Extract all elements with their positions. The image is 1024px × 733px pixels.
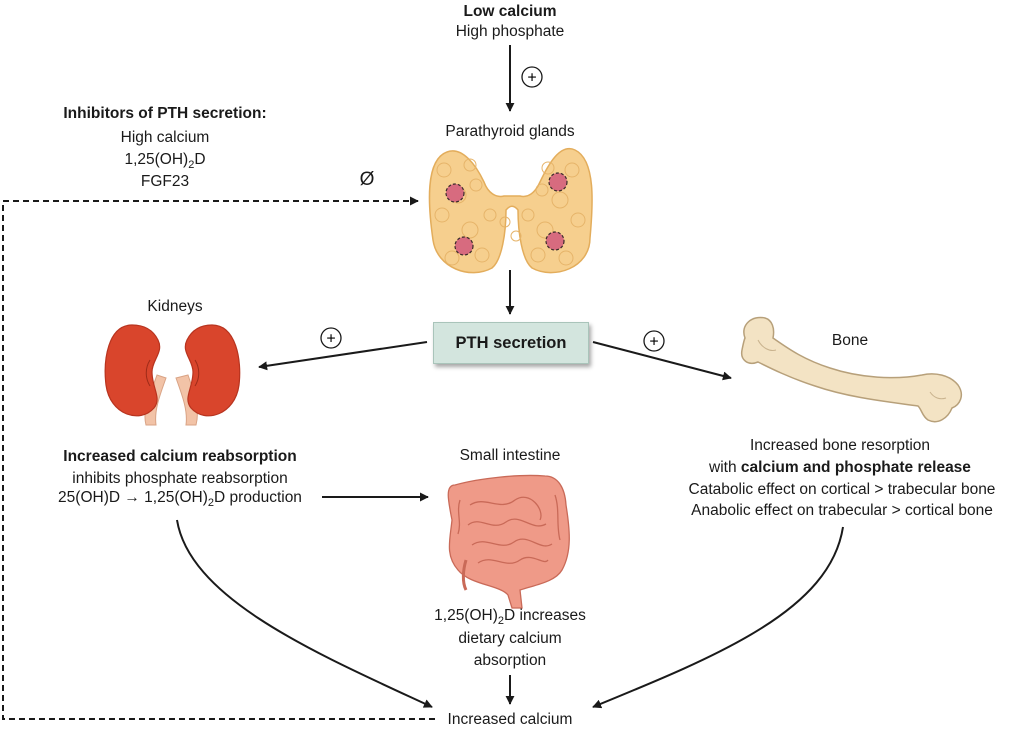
inhibition-symbol: Ø (359, 169, 375, 190)
bone-effect-line1: Increased bone resorption (749, 437, 931, 454)
svg-text:+: + (649, 334, 658, 351)
inhibitor-fgf23: FGF23 (140, 173, 190, 190)
kidneys-effect-line3: 25(OH)D → 1,25(OH)2D production (58, 489, 302, 510)
intestine-effect-line2: dietary calcium (458, 630, 562, 647)
kidneys-effect-line2: inhibits phosphate reabsorption (72, 470, 288, 487)
kidneys-icon (104, 324, 241, 426)
parathyroid-glands-label: Parathyroid glands (445, 123, 575, 140)
feedback-loop-dashed-line (2, 196, 435, 720)
inhibitor-calcitriol: 1,25(OH)2D (124, 151, 206, 172)
kidneys-label: Kidneys (147, 298, 203, 315)
inhibitor-high-calcium: High calcium (120, 129, 210, 146)
low-calcium-label: Low calcium (463, 3, 557, 20)
intestine-effect-line1: 1,25(OH)2D increases (434, 607, 586, 628)
increased-calcium-label: Increased calcium (447, 711, 573, 728)
intestine-effect-line3: absorption (473, 652, 547, 669)
bone-effect-line4: Anabolic effect on trabecular > cortical… (691, 502, 993, 519)
arrow-bone-to-calcium (592, 526, 844, 709)
arrow-kidneys-to-calcium (176, 519, 433, 708)
small-intestine-icon (447, 474, 570, 609)
parathyroid-glands-icon (428, 147, 593, 274)
bone-label: Bone (831, 332, 869, 349)
high-phosphate-label: High phosphate (455, 23, 565, 40)
small-intestine-label: Small intestine (459, 447, 561, 464)
plus-icon: + (521, 66, 543, 88)
plus-icon: + (643, 330, 665, 352)
plus-icon: + (320, 327, 342, 349)
bone-effect-line2: with calcium and phosphate release (709, 459, 971, 476)
kidneys-effect-line1: Increased calcium reabsorption (63, 448, 297, 465)
arrow-pth-to-bone (592, 341, 732, 381)
bone-icon (740, 316, 963, 423)
svg-text:+: + (326, 331, 335, 348)
pth-secretion-label: PTH secretion (455, 333, 567, 352)
inhibitors-title: Inhibitors of PTH secretion: (63, 105, 267, 122)
arrow-pth-to-kidneys (258, 341, 428, 371)
pth-secretion-box: PTH secretion (433, 322, 589, 364)
bone-effect-line3: Catabolic effect on cortical > trabecula… (688, 481, 996, 498)
svg-text:+: + (527, 70, 536, 87)
